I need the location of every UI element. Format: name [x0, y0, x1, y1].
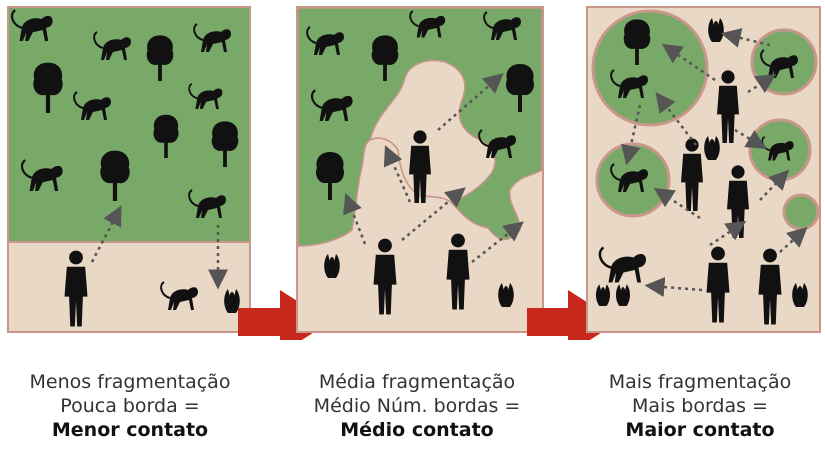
caption-high-line1: Mais fragmentação [570, 370, 825, 394]
caption-high-line2: Mais bordas = [570, 394, 825, 418]
caption-low: Menos fragmentação Pouca borda = Menor c… [0, 370, 260, 442]
caption-low-line1: Menos fragmentação [0, 370, 260, 394]
caption-low-line2: Pouca borda = [0, 394, 260, 418]
corn-icon [224, 289, 240, 313]
caption-high: Mais fragmentação Mais bordas = Maior co… [570, 370, 825, 442]
fragmentation-diagram [0, 0, 825, 340]
caption-high-bold: Maior contato [570, 418, 825, 442]
panel-medium-fragmentation [297, 7, 543, 332]
panel-low-fragmentation [8, 7, 250, 332]
caption-medium-line1: Média fragmentação [287, 370, 547, 394]
panel-high-fragmentation [587, 7, 820, 332]
caption-medium: Média fragmentação Médio Núm. bordas = M… [287, 370, 547, 442]
caption-medium-line2: Médio Núm. bordas = [287, 394, 547, 418]
caption-low-bold: Menor contato [0, 418, 260, 442]
caption-medium-bold: Médio contato [287, 418, 547, 442]
